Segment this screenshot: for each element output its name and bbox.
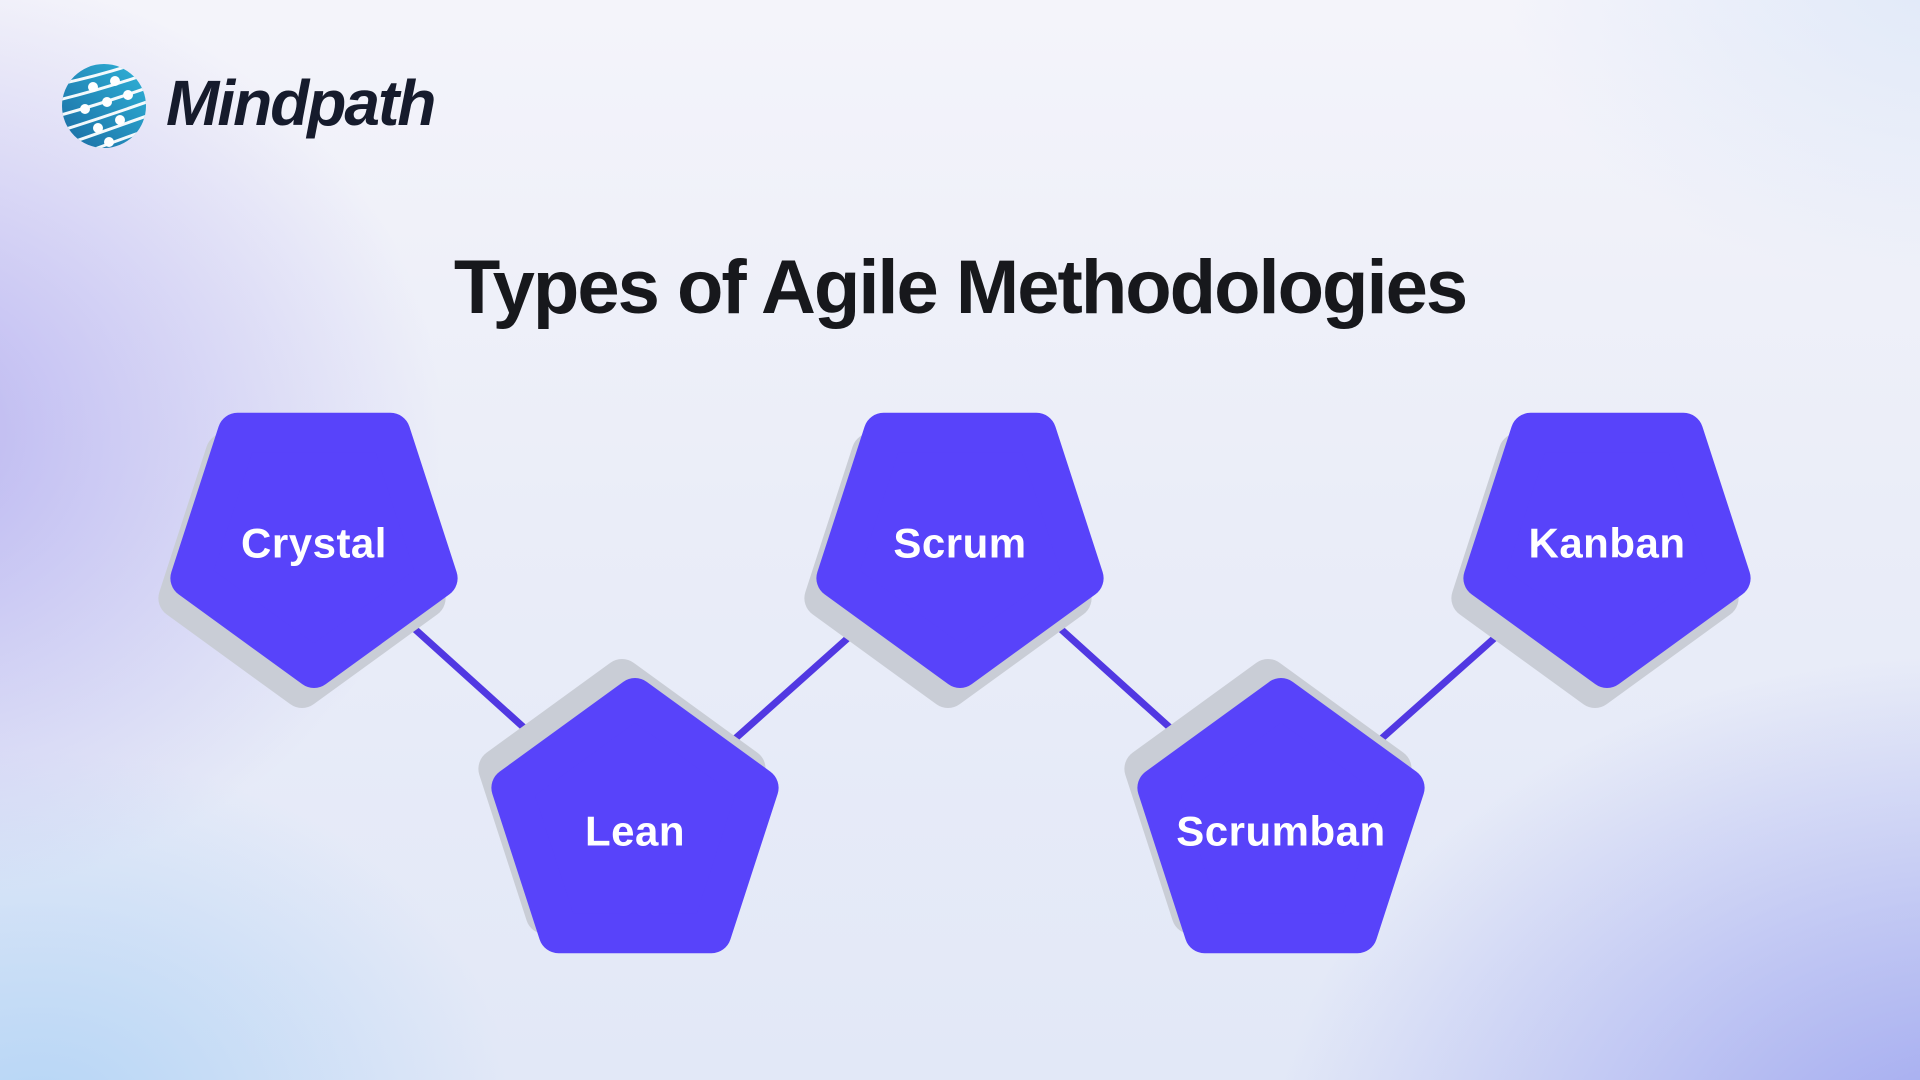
node-scrum-label: Scrum — [893, 520, 1026, 567]
brand-logo: Mindpath — [62, 64, 436, 148]
node-kanban: Kanban — [1451, 412, 1751, 708]
node-scrumban-label: Scrumban — [1176, 808, 1385, 855]
node-crystal-shape — [170, 412, 458, 688]
brand-name: Mindpath — [166, 67, 436, 139]
page-title: Types of Agile Methodologies — [453, 245, 1468, 330]
node-lean-shape — [491, 678, 779, 954]
node-scrumban: Scrumban — [1124, 659, 1425, 954]
node-scrumban-shape — [1137, 678, 1425, 954]
node-crystal: Crystal — [158, 412, 458, 708]
node-scrum-shape — [816, 412, 1104, 688]
node-kanban-label: Kanban — [1528, 520, 1685, 567]
node-scrum: Scrum — [804, 412, 1104, 708]
node-kanban-shape — [1463, 412, 1751, 688]
brand-globe-icon — [62, 64, 146, 148]
node-lean: Lean — [478, 659, 779, 954]
node-lean-label: Lean — [585, 808, 685, 855]
node-crystal-label: Crystal — [241, 520, 387, 567]
